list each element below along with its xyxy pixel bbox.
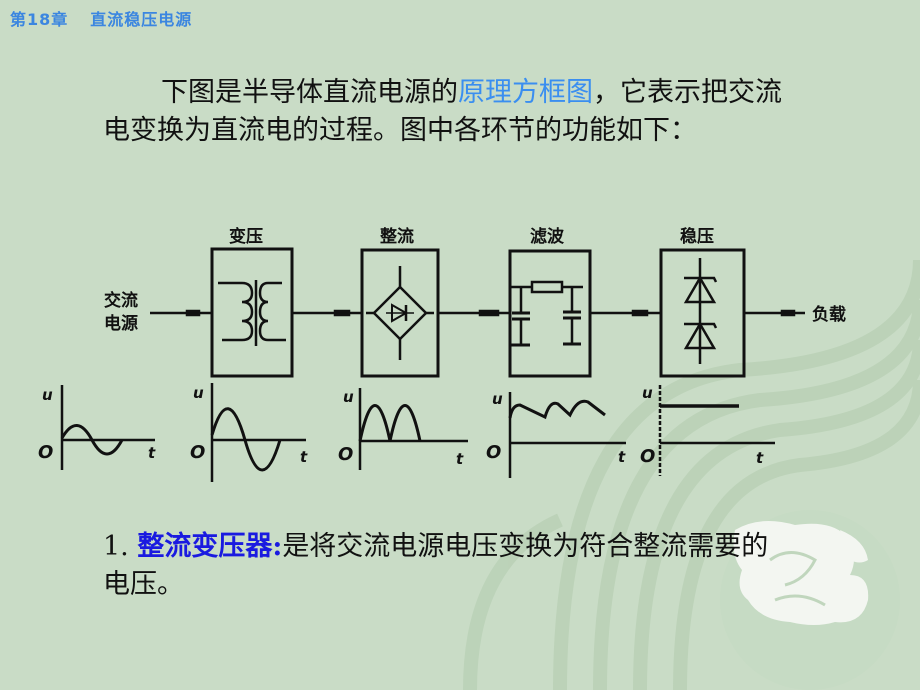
intro-text-after: ，它表示把交流电变换为直流电的过程。图中各环节的功能如下： xyxy=(103,77,782,146)
block-diagram: 交流 电源 负载 变压 整流 xyxy=(0,210,920,500)
block-label-filter: 滤波 xyxy=(530,226,565,247)
svg-text:O: O xyxy=(486,442,501,463)
dragon-ornament-icon xyxy=(733,521,869,625)
item-term: 整流变压器: xyxy=(137,531,283,562)
block-regulator: 稳压 xyxy=(659,226,746,378)
chapter-label: 第18章 xyxy=(10,10,69,29)
intro-paragraph: 下图是半导体直流电源的原理方框图，它表示把交流电变换为直流电的过程。图中各环节的… xyxy=(103,74,783,150)
block-label-rectifier: 整流 xyxy=(380,226,414,247)
svg-text:u: u xyxy=(642,384,653,402)
svg-text:O: O xyxy=(190,442,205,463)
svg-text:t: t xyxy=(618,448,626,466)
slide-header: 第18章 直流稳压电源 xyxy=(10,6,192,30)
waveform-flat-dc: u O t xyxy=(640,384,775,476)
block-transformer: 变压 xyxy=(210,226,294,378)
svg-text:t: t xyxy=(148,444,156,462)
chapter-title: 直流稳压电源 xyxy=(90,10,193,29)
item-description: 是将交流电源电压变换为符合整流需要的电压。 xyxy=(103,531,769,600)
block-label-regulator: 稳压 xyxy=(680,226,714,247)
input-label-line2: 电源 xyxy=(104,313,138,334)
svg-text:O: O xyxy=(338,444,353,465)
rc-filter-icon xyxy=(511,280,583,347)
bridge-rectifier-icon xyxy=(366,266,434,360)
waveform-large-sine: u O t xyxy=(190,383,308,482)
block-rectifier: 整流 xyxy=(360,226,440,378)
intro-text-before: 下图是半导体直流电源的 xyxy=(161,77,458,108)
block-label-transformer: 变压 xyxy=(229,226,263,247)
waveform-full-wave-rectified: u O t xyxy=(338,388,468,470)
block-filter: 滤波 xyxy=(508,226,592,378)
waveform-ripple-dc: u O t xyxy=(486,390,626,478)
input-label-line1: 交流 xyxy=(104,290,138,311)
svg-text:t: t xyxy=(756,449,764,467)
intro-highlight: 原理方框图 xyxy=(458,77,593,108)
output-label: 负载 xyxy=(812,304,846,325)
svg-text:u: u xyxy=(492,390,503,408)
zener-diode-icon xyxy=(683,258,718,364)
waveform-small-sine: u O t xyxy=(38,385,156,470)
list-item-1: 1. 整流变压器:是将交流电源电压变换为符合整流需要的电压。 xyxy=(103,528,783,604)
svg-text:u: u xyxy=(343,388,354,406)
svg-text:O: O xyxy=(640,446,655,467)
svg-text:t: t xyxy=(456,450,464,468)
svg-text:u: u xyxy=(193,384,204,402)
svg-text:t: t xyxy=(300,448,308,466)
item-number: 1. xyxy=(103,531,138,562)
transformer-icon xyxy=(218,280,286,346)
svg-text:O: O xyxy=(38,442,53,463)
svg-text:u: u xyxy=(42,386,53,404)
